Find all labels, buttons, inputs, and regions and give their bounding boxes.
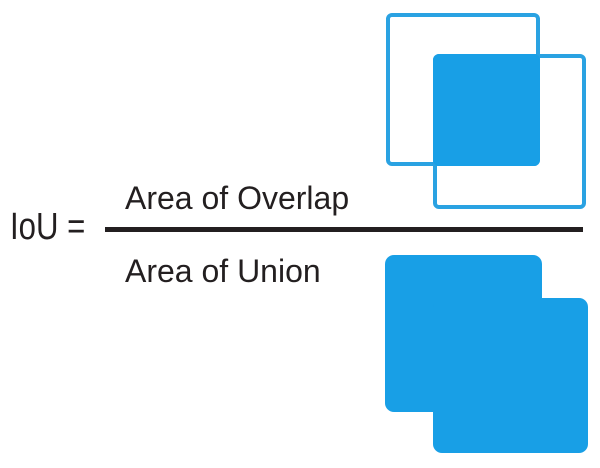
fraction-bar	[105, 227, 583, 232]
iou-equals-label: IoU =	[10, 206, 86, 248]
union-box-b-icon	[433, 298, 588, 453]
intersection-region-icon	[433, 54, 540, 166]
numerator-label: Area of Overlap	[125, 180, 350, 216]
denominator-label: Area of Union	[125, 253, 321, 289]
